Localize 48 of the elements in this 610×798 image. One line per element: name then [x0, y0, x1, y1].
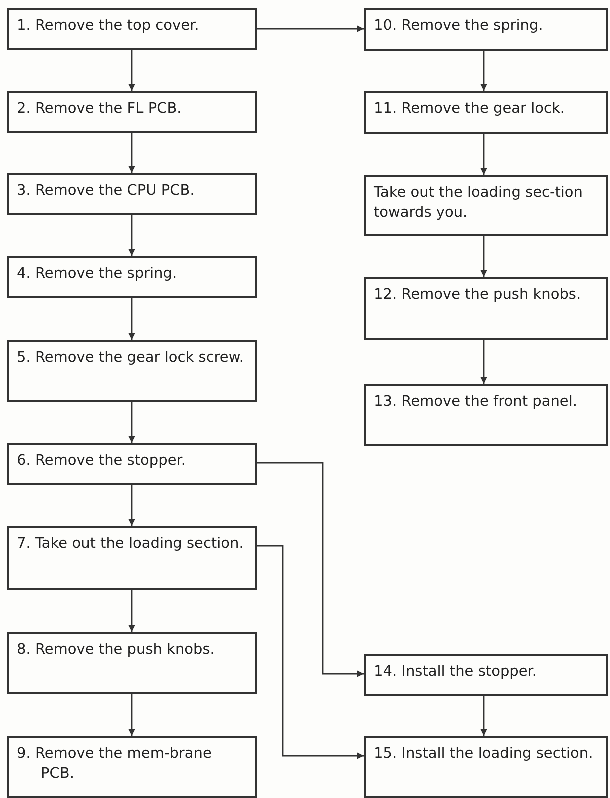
step-text: 2. Remove the FL PCB. [17, 100, 183, 119]
step-box [364, 8, 608, 51]
step-text: 8. Remove the push knobs. [17, 641, 216, 660]
step-text: 11. Remove the gear lock. [374, 100, 566, 119]
step-text: 10. Remove the spring. [374, 17, 544, 36]
step-text: 15. Install the loading section. [374, 745, 594, 764]
step-text: 7. Take out the loading section. [17, 535, 245, 554]
step-text: 6. Remove the stopper. [17, 452, 187, 471]
step-box [364, 736, 608, 798]
arrow [128, 590, 136, 632]
arrow [257, 462, 364, 678]
arrow [128, 485, 136, 526]
arrow [128, 50, 136, 91]
step-text: 4. Remove the spring. [17, 265, 178, 284]
arrow [128, 133, 136, 173]
step-text: 9. Remove the mem-brane PCB. [17, 745, 213, 784]
arrow [128, 215, 136, 256]
arrow [480, 236, 488, 277]
step-text: 13. Remove the front panel. [374, 393, 578, 412]
step-box [364, 91, 608, 134]
step-box [364, 175, 608, 236]
step-box [364, 384, 608, 446]
arrow [480, 340, 488, 384]
step-box [7, 256, 257, 298]
arrow [257, 545, 364, 760]
arrow [128, 402, 136, 443]
arrow [128, 298, 136, 340]
step-box [7, 340, 257, 402]
step-text: 1. Remove the top cover. [17, 17, 200, 36]
arrow [257, 26, 364, 32]
step-box [364, 654, 608, 696]
step-text: Take out the loading sec-tion towards you. [374, 184, 584, 223]
step-text: 5. Remove the gear lock screw. [17, 349, 245, 368]
arrow [480, 51, 488, 91]
step-text: 3. Remove the CPU PCB. [17, 182, 196, 201]
step-box [7, 526, 257, 590]
step-box [7, 736, 257, 798]
step-box [7, 8, 257, 50]
arrow [480, 696, 488, 736]
arrow [128, 694, 136, 736]
step-box [364, 277, 608, 340]
step-box [7, 443, 257, 485]
step-box [7, 91, 257, 133]
step-box [7, 173, 257, 215]
arrow [480, 134, 488, 175]
step-text: 12. Remove the push knobs. [374, 286, 582, 305]
step-text: 14. Install the stopper. [374, 663, 538, 682]
step-box [7, 632, 257, 694]
